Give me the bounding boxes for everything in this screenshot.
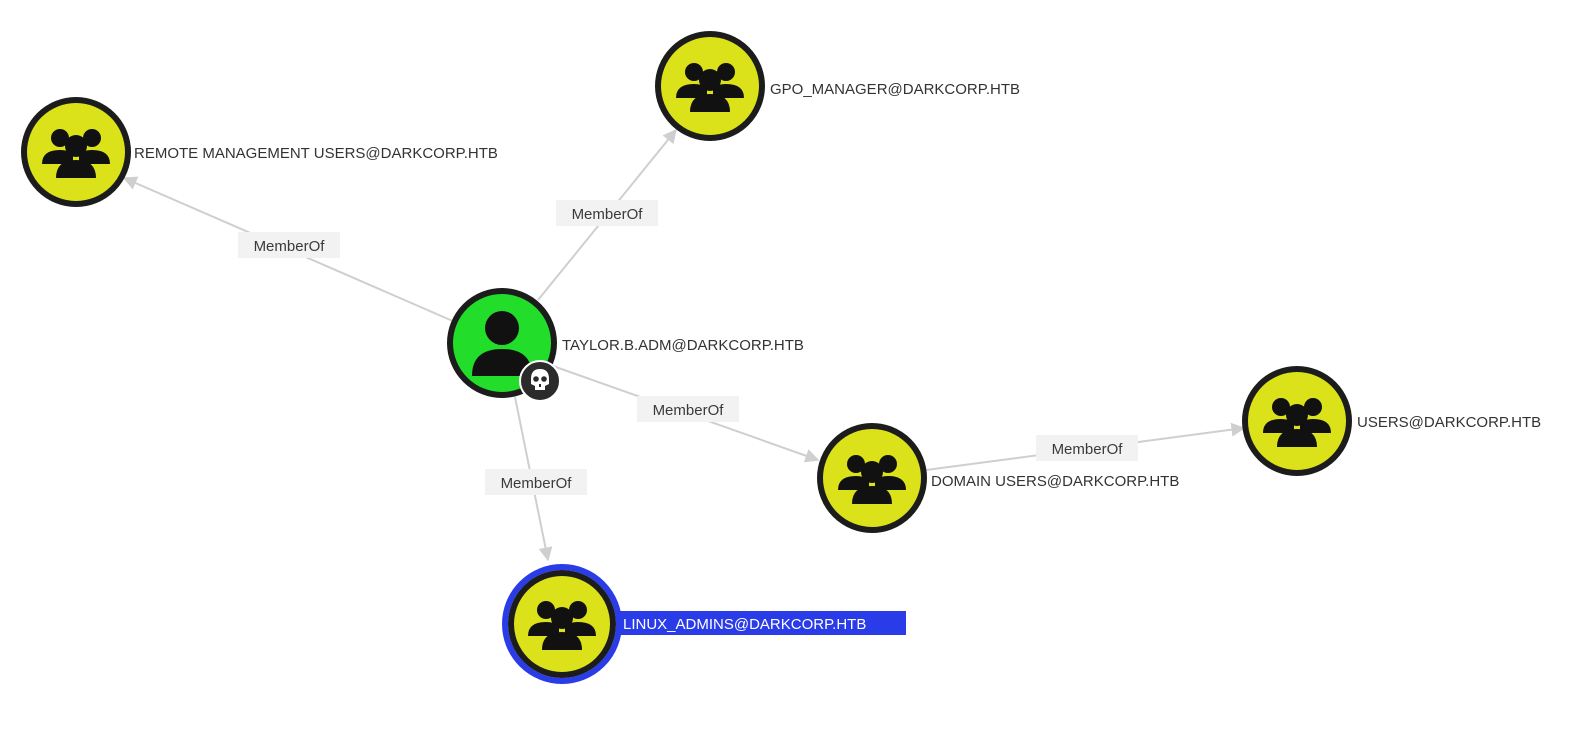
edge-label: MemberOf	[501, 475, 573, 492]
edge-label-bg	[1036, 435, 1138, 461]
node-users[interactable]: USERS@DARKCORP.HTB	[1242, 366, 1541, 476]
node-linux-admins[interactable]: LINUX_ADMINS@DARKCORP.HTB	[502, 564, 906, 684]
node-remote-management-users[interactable]: REMOTE MANAGEMENT USERS@DARKCORP.HTB	[21, 97, 498, 207]
group-icon	[1263, 398, 1331, 447]
edge-label-bg	[637, 396, 739, 422]
group-icon	[838, 455, 906, 504]
edge-taylor-gpo-manager[interactable]: MemberOf	[537, 128, 677, 301]
node-label: TAYLOR.B.ADM@DARKCORP.HTB	[562, 337, 804, 354]
edge-domain-users-users[interactable]: MemberOf	[925, 422, 1246, 471]
edge-taylor-remote-mgmt[interactable]: MemberOf	[122, 176, 456, 323]
node-label: REMOTE MANAGEMENT USERS@DARKCORP.HTB	[134, 145, 498, 162]
edge-label: MemberOf	[1052, 441, 1124, 458]
edge-label-bg	[556, 200, 658, 226]
edge-label: MemberOf	[572, 206, 644, 223]
group-icon	[676, 63, 744, 112]
node-label: GPO_MANAGER@DARKCORP.HTB	[770, 81, 1020, 98]
nodes: REMOTE MANAGEMENT USERS@DARKCORP.HTB GPO…	[21, 31, 1541, 684]
node-label: LINUX_ADMINS@DARKCORP.HTB	[623, 616, 866, 633]
node-gpo-manager[interactable]: GPO_MANAGER@DARKCORP.HTB	[655, 31, 1020, 141]
node-label: USERS@DARKCORP.HTB	[1357, 414, 1541, 431]
edge-label: MemberOf	[254, 238, 326, 255]
edge-label: MemberOf	[653, 402, 725, 419]
user-icon	[472, 311, 532, 376]
group-icon	[42, 129, 110, 178]
selected-label-highlight	[620, 611, 906, 635]
node-label: DOMAIN USERS@DARKCORP.HTB	[931, 473, 1179, 490]
group-icon	[528, 601, 596, 650]
selection-ring	[502, 564, 622, 684]
skull-icon	[519, 360, 561, 402]
edge-taylor-linux-admins[interactable]: MemberOf	[485, 396, 587, 562]
node-taylor-b-adm[interactable]: TAYLOR.B.ADM@DARKCORP.HTB	[447, 288, 804, 402]
edge-taylor-domain-users[interactable]: MemberOf	[552, 365, 820, 463]
edge-label-bg	[485, 469, 587, 495]
edges: MemberOf MemberOf MemberOf MemberOf Memb…	[122, 128, 1246, 562]
edge-label-bg	[238, 232, 340, 258]
node-domain-users[interactable]: DOMAIN USERS@DARKCORP.HTB	[817, 423, 1179, 533]
